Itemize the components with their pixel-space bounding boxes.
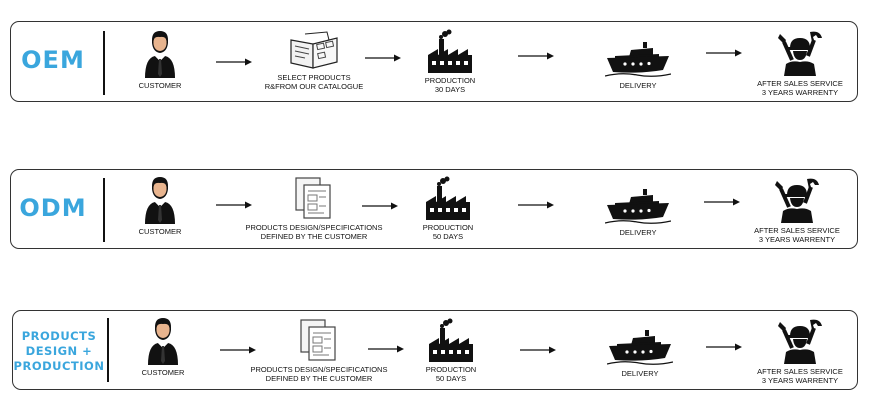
customer-icon xyxy=(148,318,178,365)
step-caption-line: DEFINED BY THE CUSTOMER xyxy=(265,374,373,383)
row-label-line: DESIGN + xyxy=(25,343,93,358)
step-caption-line: AFTER SALES SERVICE xyxy=(757,79,843,88)
step-after-sales: AFTER SALES SERVICE 3 YEARS WARRENTY xyxy=(749,177,845,244)
flow-arrow xyxy=(706,49,742,57)
flow-arrow xyxy=(216,201,252,209)
step-customer: CUSTOMER xyxy=(120,174,200,236)
documents-icon xyxy=(295,177,331,219)
step-products-design: PRODUCTS DESIGN/SPECIFICATIONS DEFINED B… xyxy=(245,318,393,383)
step-caption-line: 3 YEARS WARRENTY xyxy=(758,235,836,244)
flow-arrow xyxy=(368,345,404,353)
row-label-line: PRODUCTS xyxy=(21,328,97,343)
step-caption-line: 30 DAYS xyxy=(434,85,466,94)
step-customer: CUSTOMER xyxy=(120,28,200,90)
step-delivery: DELIVERY xyxy=(600,187,676,237)
step-delivery: DELIVERY xyxy=(600,40,676,90)
customer-icon xyxy=(145,31,175,78)
step-caption-line: 3 YEARS WARRENTY xyxy=(761,376,839,385)
service-worker-icon xyxy=(778,319,822,364)
flow-arrow xyxy=(518,52,554,60)
step-caption-line: CUSTOMER xyxy=(138,227,182,236)
step-products-design: PRODUCTS DESIGN/SPECIFICATIONS DEFINED B… xyxy=(240,176,388,241)
step-caption-line: DELIVERY xyxy=(619,228,657,237)
row-divider xyxy=(107,318,109,382)
step-caption-line: CUSTOMER xyxy=(141,368,185,377)
flow-arrow xyxy=(365,54,401,62)
step-caption-line: DELIVERY xyxy=(621,369,659,378)
step-production: PRODUCTION 30 DAYS xyxy=(412,29,488,94)
step-caption-line: CUSTOMER xyxy=(138,81,182,90)
service-worker-icon xyxy=(775,178,819,223)
step-caption-line: PRODUCTION xyxy=(425,365,477,374)
flow-arrow xyxy=(362,202,398,210)
ship-icon xyxy=(607,330,673,365)
step-caption-line: 3 YEARS WARRENTY xyxy=(761,88,839,97)
step-caption-line: PRODUCTION xyxy=(422,223,474,232)
step-caption-line: PRODUCTION xyxy=(424,76,476,85)
factory-icon xyxy=(426,176,470,220)
row-divider xyxy=(103,178,105,242)
service-worker-icon xyxy=(778,31,822,76)
step-customer: CUSTOMER xyxy=(123,315,203,377)
ship-icon xyxy=(605,42,671,77)
step-production: PRODUCTION 50 DAYS xyxy=(413,318,489,383)
step-delivery: DELIVERY xyxy=(602,328,678,378)
step-caption-line: DELIVERY xyxy=(619,81,657,90)
step-production: PRODUCTION 50 DAYS xyxy=(410,176,486,241)
step-after-sales: AFTER SALES SERVICE 3 YEARS WARRENTY xyxy=(752,30,848,97)
row-label-oem: OEM xyxy=(21,46,85,74)
step-caption-line: 50 DAYS xyxy=(432,232,464,241)
flow-arrow xyxy=(704,198,740,206)
step-caption-line: R&FROM OUR CATALOGUE xyxy=(264,82,364,91)
row-divider xyxy=(103,31,105,95)
catalogue-icon xyxy=(290,31,338,69)
factory-icon xyxy=(429,318,473,362)
row-label-line: PRODUCTION xyxy=(13,358,105,373)
step-caption-line: 50 DAYS xyxy=(435,374,467,383)
step-caption-line: PRODUCTS DESIGN/SPECIFICATIONS xyxy=(250,365,388,374)
flow-arrow xyxy=(706,343,742,351)
flow-arrow xyxy=(216,58,252,66)
flow-arrow xyxy=(220,346,256,354)
flow-arrow xyxy=(520,346,556,354)
step-caption-line: AFTER SALES SERVICE xyxy=(754,226,840,235)
step-caption-line: DEFINED BY THE CUSTOMER xyxy=(260,232,368,241)
step-caption-line: PRODUCTS DESIGN/SPECIFICATIONS xyxy=(245,223,383,232)
step-caption-line: SELECT PRODUCTS xyxy=(277,73,351,82)
flow-arrow xyxy=(518,201,554,209)
documents-icon xyxy=(300,319,336,361)
row-label-design-production: PRODUCTS DESIGN + PRODUCTION xyxy=(14,326,104,376)
row-label-odm: ODM xyxy=(19,194,87,222)
step-select-products: SELECT PRODUCTS R&FROM OUR CATALOGUE xyxy=(255,30,373,91)
ship-icon xyxy=(605,189,671,224)
step-caption-line: AFTER SALES SERVICE xyxy=(757,367,843,376)
customer-icon xyxy=(145,177,175,224)
step-after-sales: AFTER SALES SERVICE 3 YEARS WARRENTY xyxy=(752,318,848,385)
factory-icon xyxy=(428,29,472,73)
